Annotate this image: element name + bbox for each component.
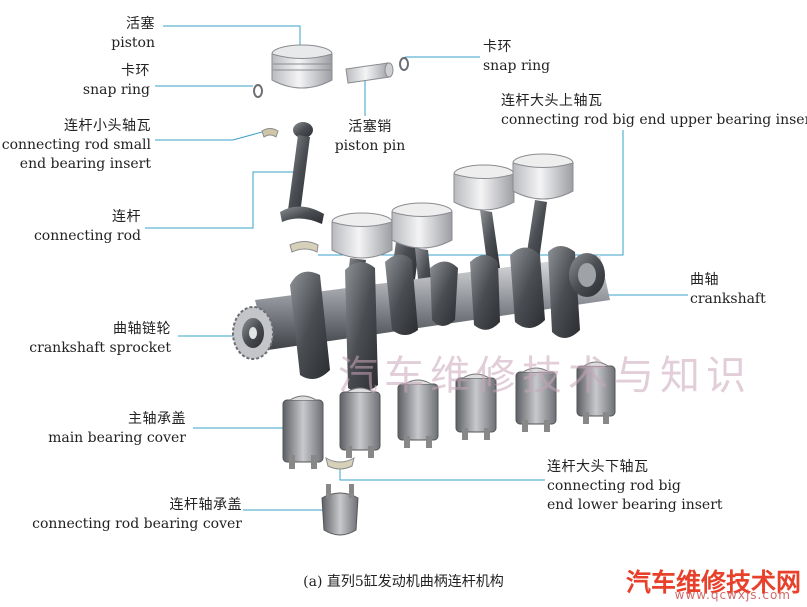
snap-ring-left xyxy=(253,84,263,98)
label-big-end-upper: 连杆大头上轴瓦 connecting rod big end upper bea… xyxy=(501,92,807,130)
label-piston-en: piston xyxy=(111,35,155,51)
big-end-upper-insert xyxy=(289,241,319,253)
label-snap-ring-right-en: snap ring xyxy=(483,58,551,74)
label-snap-ring-right: 卡环 snap ring xyxy=(483,38,550,76)
label-sprocket: 曲轴链轮 crankshaft sprocket xyxy=(29,320,171,358)
label-big-end-lower: 连杆大头下轴瓦 connecting rod big end lower bea… xyxy=(547,458,723,515)
label-rod-bearing-cover: 连杆轴承盖 connecting rod bearing cover xyxy=(32,496,242,534)
label-piston-pin-en: piston pin xyxy=(334,138,406,154)
label-sprocket-zh: 曲轴链轮 xyxy=(113,321,171,337)
label-small-end-insert: 连杆小头轴瓦 connecting rod small end bearing … xyxy=(2,117,151,174)
label-small-end-insert-en1: connecting rod small xyxy=(1,137,151,153)
crankshaft xyxy=(255,246,610,393)
label-crankshaft-en: crankshaft xyxy=(690,291,766,307)
label-small-end-insert-zh: 连杆小头轴瓦 xyxy=(64,118,151,134)
label-big-end-lower-zh: 连杆大头下轴瓦 xyxy=(547,459,649,475)
label-small-end-insert-en2: end bearing insert xyxy=(19,156,151,172)
brand-url: www.qcwxjs.com xyxy=(674,588,791,602)
piston-pin xyxy=(345,62,394,84)
brand-logo-text: 汽车维修技术网 xyxy=(625,568,801,597)
label-main-bearing-cover: 主轴承盖 main bearing cover xyxy=(48,410,186,448)
connecting-rod-exploded xyxy=(280,122,324,224)
label-big-end-lower-en1: connecting rod big xyxy=(547,478,681,494)
label-snap-ring-left: 卡环 snap ring xyxy=(83,62,150,100)
figure-caption: (a) 直列5缸发动机曲柄连杆机构 xyxy=(303,574,504,590)
label-snap-ring-left-zh: 卡环 xyxy=(121,63,150,79)
label-piston-zh: 活塞 xyxy=(126,16,155,32)
main-bearing-covers xyxy=(282,361,616,469)
watermark-text: 汽车维修技术与知识 xyxy=(338,353,752,399)
leader-lines xyxy=(145,25,688,511)
label-piston-pin-zh: 活塞销 xyxy=(348,119,392,135)
label-main-bearing-cover-en: main bearing cover xyxy=(48,430,186,446)
rod-bearing-cover xyxy=(321,484,359,536)
label-rod-bearing-cover-en: connecting rod bearing cover xyxy=(32,516,242,532)
label-crankshaft: 曲轴 crankshaft xyxy=(690,271,766,309)
label-piston-pin: 活塞销 piston pin xyxy=(332,118,408,156)
crankshaft-sprocket xyxy=(232,306,274,360)
label-piston: 活塞 piston xyxy=(111,15,155,53)
label-snap-ring-right-zh: 卡环 xyxy=(483,39,512,55)
piston-exploded xyxy=(271,44,333,89)
label-rod-bearing-cover-zh: 连杆轴承盖 xyxy=(169,497,242,513)
label-connecting-rod: 连杆 connecting rod xyxy=(34,208,141,246)
label-sprocket-en: crankshaft sprocket xyxy=(29,340,171,356)
label-connecting-rod-zh: 连杆 xyxy=(112,209,141,225)
label-snap-ring-left-en: snap ring xyxy=(82,82,150,98)
label-big-end-upper-zh: 连杆大头上轴瓦 xyxy=(501,93,603,109)
small-end-insert xyxy=(261,128,279,138)
label-connecting-rod-en: connecting rod xyxy=(33,228,141,244)
label-big-end-lower-en2: end lower bearing insert xyxy=(547,497,723,513)
big-end-lower-insert xyxy=(325,456,355,470)
label-big-end-upper-en: connecting rod big end upper bearing ins… xyxy=(501,112,807,128)
label-crankshaft-zh: 曲轴 xyxy=(690,272,719,288)
snap-ring-right xyxy=(399,57,409,71)
label-main-bearing-cover-zh: 主轴承盖 xyxy=(128,411,186,427)
